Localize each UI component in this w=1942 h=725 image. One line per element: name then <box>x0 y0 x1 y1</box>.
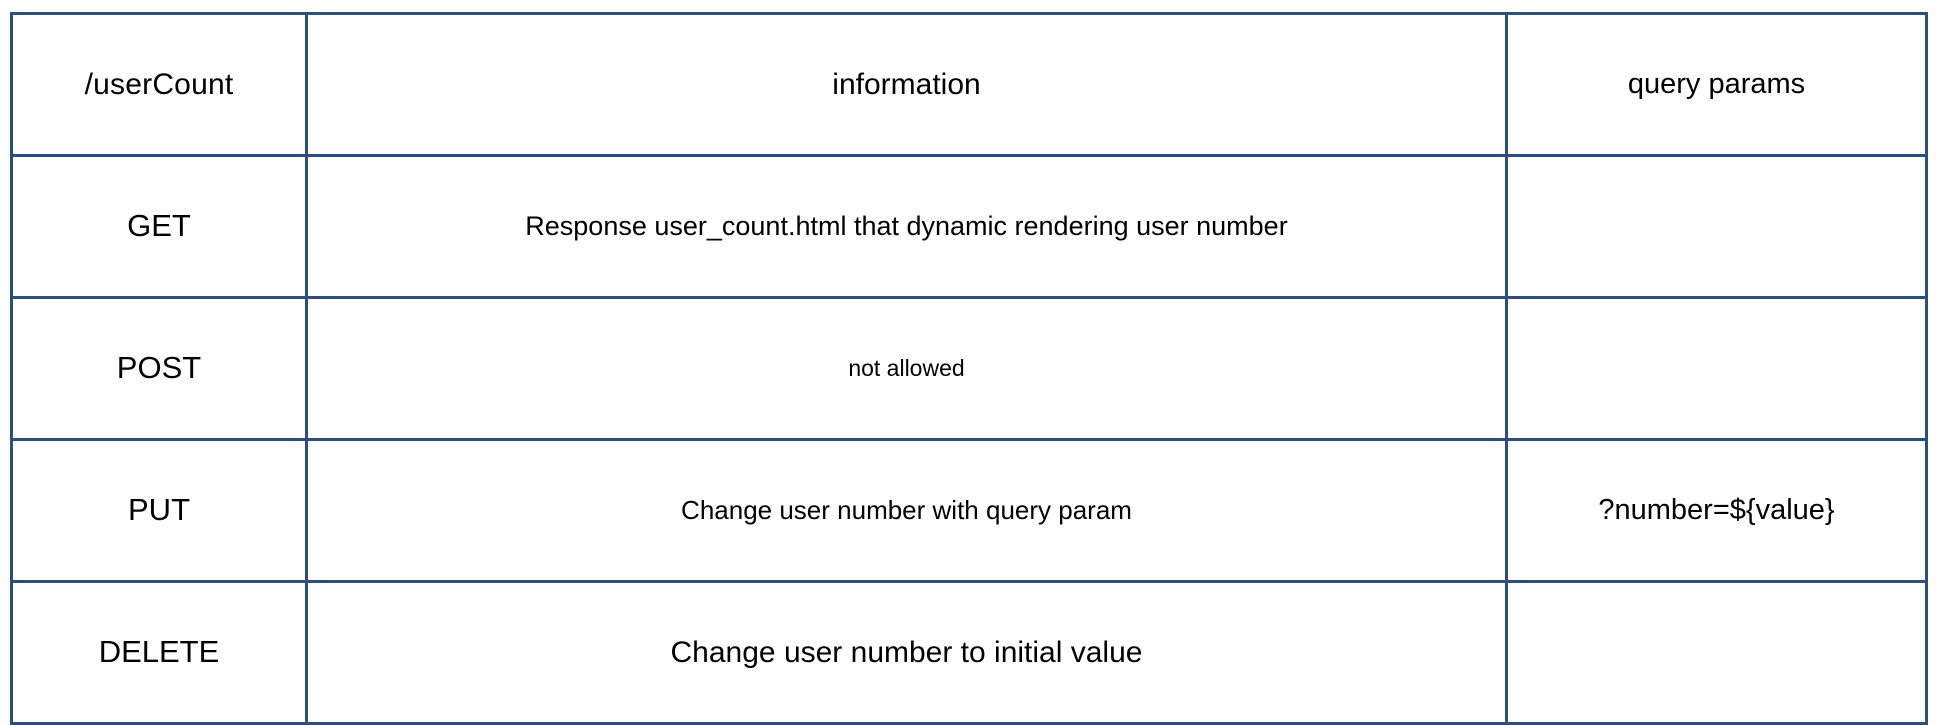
method-label-get: GET <box>10 154 308 299</box>
table-row: PUT Change user number with query param … <box>10 438 1928 583</box>
information-cell-get: Response user_count.html that dynamic re… <box>305 154 1508 299</box>
table-row: POST not allowed <box>10 296 1928 441</box>
method-label-put: PUT <box>10 438 308 583</box>
query-params-cell-put: ?number=${value} <box>1505 438 1928 583</box>
endpoint-path-header: /userCount <box>10 12 308 157</box>
information-cell-delete: Change user number to initial value <box>305 580 1508 725</box>
query-params-cell-get <box>1505 154 1928 299</box>
method-label-delete: DELETE <box>10 580 308 725</box>
information-column-header: information <box>305 12 1508 157</box>
query-params-cell-post <box>1505 296 1928 441</box>
table-row: GET Response user_count.html that dynami… <box>10 154 1928 299</box>
api-endpoint-table: /userCount information query params GET … <box>10 12 1928 725</box>
table-header-row: /userCount information query params <box>10 12 1928 157</box>
method-label-post: POST <box>10 296 308 441</box>
table-row: DELETE Change user number to initial val… <box>10 580 1928 725</box>
query-params-cell-delete <box>1505 580 1928 725</box>
information-cell-post: not allowed <box>305 296 1508 441</box>
query-params-column-header: query params <box>1505 12 1928 157</box>
information-cell-put: Change user number with query param <box>305 438 1508 583</box>
